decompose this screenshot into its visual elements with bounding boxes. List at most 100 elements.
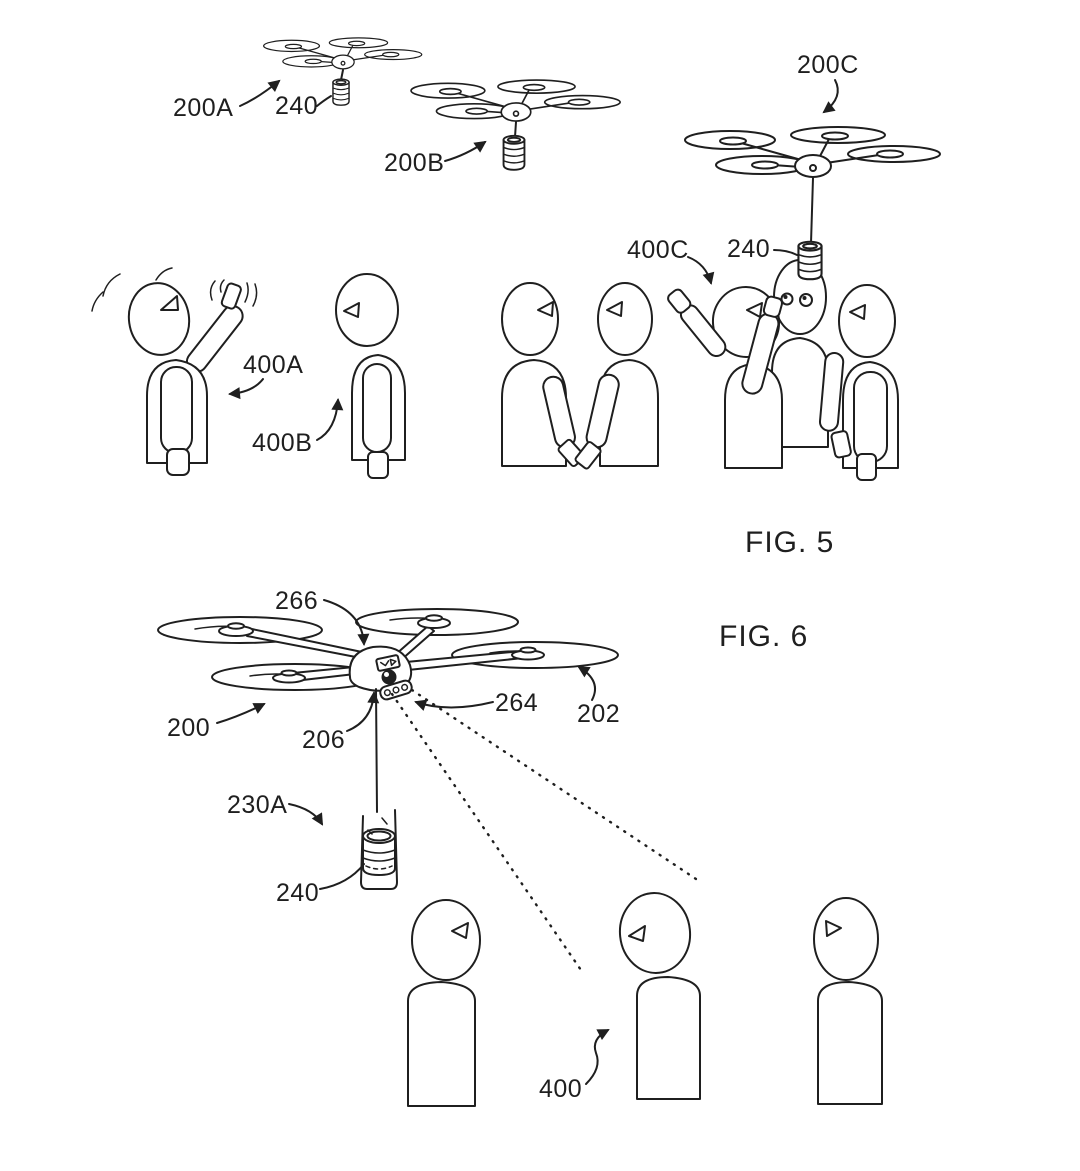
- ref-label-264: 264: [495, 689, 538, 717]
- ref-label-202: 202: [577, 700, 620, 728]
- tether-200c: [810, 177, 814, 244]
- ref-label-400b: 400B: [252, 429, 312, 457]
- person-right: [813, 897, 883, 1105]
- eye-icon: [628, 925, 646, 942]
- payload-assembly: [360, 809, 398, 890]
- eye-icon: [799, 293, 813, 307]
- handheld-device: [220, 282, 242, 310]
- foot: [367, 451, 389, 479]
- head: [335, 273, 399, 347]
- leader-240: [319, 863, 365, 890]
- body: [146, 359, 208, 464]
- hand-object: [762, 295, 784, 318]
- leader-230a: [288, 803, 324, 826]
- foot: [166, 448, 190, 476]
- leader-400c: [687, 256, 715, 285]
- ref-label-400a: 400A: [243, 351, 303, 379]
- ref-label-206: 206: [302, 726, 345, 754]
- camera-lens-icon: [381, 669, 397, 685]
- ref-label-200: 200: [167, 714, 210, 742]
- can-240b: [502, 134, 526, 171]
- person-left: [407, 899, 481, 1107]
- leader-400a: [228, 378, 264, 400]
- hand-object: [667, 288, 692, 314]
- eye-icon: [780, 292, 794, 306]
- eye-icon: [343, 302, 360, 318]
- eye-icon: [606, 301, 623, 317]
- leader-264: [414, 699, 494, 711]
- body: [407, 981, 476, 1107]
- ref-label-200b: 200B: [384, 149, 444, 177]
- leader-200b: [444, 140, 487, 162]
- eye-icon: [825, 920, 842, 937]
- rotor-hub: [280, 669, 298, 677]
- person-pair-middle: [501, 282, 659, 470]
- person-group-400c: [667, 259, 899, 481]
- leader-266: [323, 599, 370, 646]
- leader-400b: [316, 398, 344, 441]
- person-400b: [335, 273, 406, 479]
- rotor-hub: [425, 614, 443, 622]
- rotor-blur-marks: [194, 617, 543, 677]
- head: [411, 899, 481, 981]
- ref-label-200a: 200A: [173, 94, 233, 122]
- motion-lines: [91, 267, 258, 312]
- drone-200b: [410, 79, 621, 171]
- leader-200: [216, 703, 266, 724]
- head: [813, 897, 879, 981]
- tether-200a: [340, 69, 344, 81]
- head: [127, 282, 191, 356]
- arm: [818, 351, 845, 432]
- drone-200c: [684, 126, 941, 244]
- ref-label-240a: 240: [275, 92, 318, 120]
- person-400a: [91, 267, 258, 476]
- camera-fov-ray: [390, 692, 585, 975]
- leader-240a: [316, 95, 332, 107]
- drone-200a: [263, 37, 423, 106]
- figure-6-caption: FIG. 6: [719, 620, 808, 653]
- holder-230a: [360, 809, 398, 890]
- drone-200: [157, 608, 701, 975]
- figure-6: 266 200 206 264 202 230A 240 400 FIG. 6: [157, 587, 883, 1107]
- rotor-hub: [227, 622, 245, 630]
- figure-5-caption: FIG. 5: [745, 526, 834, 559]
- can-240: [362, 835, 396, 876]
- ref-label-240: 240: [276, 879, 319, 907]
- head: [838, 284, 896, 358]
- eye-icon: [160, 295, 179, 311]
- leader-206: [346, 691, 380, 732]
- figure-5: 200A 240 200B 200C 400C 240 400A 400B FI…: [91, 37, 941, 559]
- body: [817, 981, 883, 1105]
- body: [351, 354, 406, 461]
- leader-400: [585, 1029, 610, 1085]
- ref-label-240c: 240: [727, 235, 770, 263]
- eye-icon: [537, 301, 554, 317]
- person-400: [618, 892, 701, 1100]
- tether-206: [375, 688, 378, 813]
- head: [501, 282, 559, 356]
- eye-icon: [451, 922, 469, 939]
- leader-202: [577, 665, 596, 701]
- body: [842, 361, 899, 469]
- tether-200b: [514, 121, 517, 138]
- hand: [574, 441, 602, 470]
- ref-label-266: 266: [275, 587, 318, 615]
- ref-label-200c: 200C: [797, 51, 859, 79]
- leader-240c: [773, 249, 798, 256]
- body: [636, 976, 701, 1100]
- head: [597, 282, 653, 356]
- ref-label-400c: 400C: [627, 236, 689, 264]
- eye-icon: [849, 304, 866, 320]
- ref-label-230a: 230A: [227, 791, 287, 819]
- head: [618, 892, 692, 974]
- drop-in-marks: [367, 817, 388, 835]
- foot: [856, 453, 877, 481]
- can-240a: [332, 78, 350, 106]
- rotor-hub: [519, 646, 537, 654]
- hand: [830, 430, 852, 459]
- leader-200c: [822, 79, 839, 114]
- can-240c: [797, 240, 823, 281]
- ref-label-400: 400: [539, 1075, 582, 1103]
